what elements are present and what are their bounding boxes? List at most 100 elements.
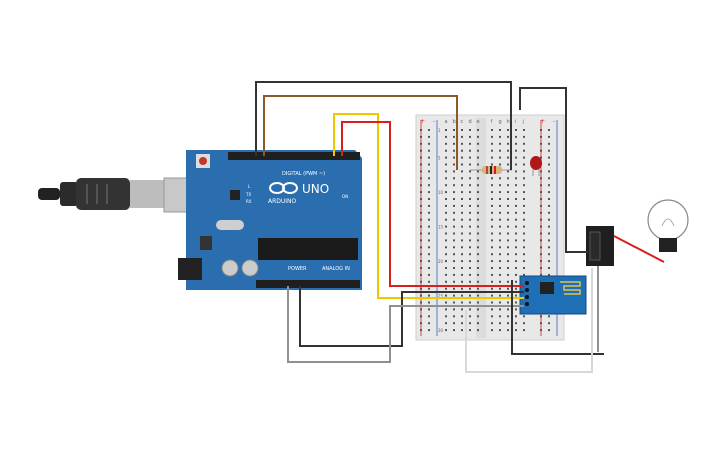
breadboard-hole [491,149,493,152]
relay [586,226,614,266]
breadboard-hole [461,225,463,228]
breadboard-hole [445,246,447,249]
breadboard-hole [515,149,517,152]
breadboard-hole [420,287,422,290]
breadboard-hole [445,177,447,180]
breadboard-hole [428,135,430,138]
breadboard-hole [428,163,430,166]
breadboard-hole [548,170,550,173]
breadboard-hole [548,198,550,200]
breadboard-hole [453,135,455,138]
breadboard-hole [461,232,463,235]
breadboard-hole [445,218,447,221]
breadboard-hole [420,253,422,256]
breadboard-hole [477,329,479,332]
breadboard-hole [477,204,479,207]
breadboard-hole [515,156,517,159]
breadboard-hole [469,218,471,221]
breadboard-hole [428,294,430,297]
breadboard-hole [540,267,542,269]
breadboard-hole [420,322,422,325]
breadboard-hole [428,218,430,221]
breadboard-row-number: 20 [438,259,444,264]
breadboard-hole [491,308,493,311]
breadboard-hole [515,163,517,166]
breadboard-hole [420,170,422,173]
breadboard-hole [491,246,493,249]
breadboard-hole [420,308,422,311]
breadboard-hole [515,253,517,256]
breadboard-hole [499,198,501,200]
breadboard-hole [453,315,455,318]
arduino-uno-board: UNO ARDUINO DIGITAL (PWM ~) POWER ANALOG… [178,150,362,290]
breadboard-hole [548,142,550,145]
breadboard-hole [515,260,517,263]
breadboard-hole [477,253,479,256]
breadboard-hole [540,246,542,249]
resistor [470,166,512,174]
bb-plus-left: + [420,118,425,125]
breadboard-hole [461,315,463,318]
breadboard-hole [477,294,479,297]
breadboard-hole [507,163,509,166]
breadboard-hole [540,273,542,276]
breadboard-hole [477,315,479,318]
breadboard-hole [540,177,542,180]
breadboard-hole [515,218,517,221]
breadboard-hole [445,308,447,311]
breadboard-hole [548,260,550,263]
breadboard-hole [453,198,455,200]
breadboard-hole [428,225,430,228]
breadboard-hole [469,246,471,249]
breadboard-hole [453,308,455,311]
breadboard-hole [548,149,550,152]
breadboard-row-number: 15 [438,225,444,230]
breadboard-hole [428,184,430,187]
breadboard-hole [540,156,542,159]
breadboard-hole [523,191,525,194]
breadboard-hole [469,253,471,256]
breadboard-hole [491,225,493,228]
breadboard-hole [428,232,430,235]
breadboard-hole [469,225,471,228]
l-label: L [248,184,251,189]
breadboard-hole [491,177,493,180]
breadboard-hole [523,253,525,256]
breadboard-hole [461,322,463,325]
breadboard-hole [499,253,501,256]
uno-label: UNO [302,182,329,196]
breadboard-hole [453,184,455,187]
wire-black-bottom [299,286,524,347]
breadboard-hole [515,273,517,276]
breadboard-hole [523,211,525,214]
breadboard-hole [469,129,471,131]
breadboard-col-letter: b [453,119,456,125]
breadboard-hole [548,329,550,332]
breadboard-hole [469,322,471,325]
breadboard-hole [469,211,471,214]
breadboard-hole [491,329,493,332]
breadboard-hole [420,329,422,332]
breadboard-hole [453,204,455,207]
breadboard-hole [540,211,542,214]
breadboard-hole [499,322,501,325]
breadboard-hole [453,329,455,332]
wire-white [465,268,593,373]
breadboard-hole [469,280,471,283]
breadboard-hole [453,232,455,235]
breadboard-hole [540,218,542,221]
breadboard-hole [507,218,509,221]
breadboard-hole [548,267,550,269]
breadboard-col-letter: j [522,119,524,125]
breadboard-col-letter: e [477,119,480,125]
breadboard-hole [453,156,455,159]
breadboard-hole [491,280,493,283]
usb-cable [38,177,211,213]
breadboard-hole [445,273,447,276]
breadboard-hole [499,301,501,304]
breadboard-hole [420,184,422,187]
analog-in-label: ANALOG IN [322,266,350,272]
breadboard-hole [540,149,542,152]
